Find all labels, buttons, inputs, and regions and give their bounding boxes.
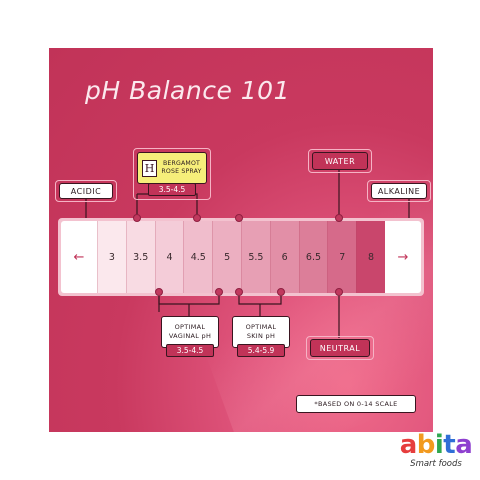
abita-logo: abita Smart foods: [392, 432, 480, 480]
marker-dot: [215, 288, 223, 296]
infographic-title: pH Balance 101: [85, 76, 290, 105]
marker-dot: [235, 288, 243, 296]
scale-cell-4: 4: [154, 221, 184, 293]
water-label: WATER: [312, 152, 368, 170]
skin-range: 5.4-5.9: [237, 344, 285, 357]
scale-cell-6-5: 6.5: [298, 221, 328, 293]
product-callout: H BERGAMOT ROSE SPRAY: [137, 152, 207, 184]
marker-dot: [335, 288, 343, 296]
alkaline-label: ALKALINE: [371, 183, 427, 199]
marker-dot: [277, 288, 285, 296]
neutral-label: NEUTRAL: [310, 339, 370, 357]
logo-tagline: Smart foods: [410, 459, 462, 469]
scale-cell-5-5: 5.5: [240, 221, 270, 293]
brand-badge-icon: H: [142, 159, 157, 177]
alkaline-outline: [367, 180, 431, 202]
marker-dot: [235, 214, 243, 222]
scale-footnote: *BASED ON 0-14 SCALE: [296, 395, 416, 413]
acidic-outline: [55, 180, 117, 202]
water-outline: [308, 149, 372, 173]
scale-cell-3: 3: [97, 221, 126, 293]
ph-infographic-card: pH Balance 101 ← 3 3.5 4 4.5 5 5.5 6: [49, 48, 433, 432]
left-arrow-icon: ←: [61, 221, 97, 293]
product-name: BERGAMOT ROSE SPRAY: [161, 160, 202, 175]
scale-cell-3-5: 3.5: [125, 221, 155, 293]
vaginal-range: 3.5-4.5: [166, 344, 214, 357]
marker-dot: [193, 214, 201, 222]
scale-cell-4-5: 4.5: [183, 221, 213, 293]
scale-cell-7: 7: [327, 221, 357, 293]
neutral-outline: [306, 336, 374, 360]
logo-wordmark: abita: [399, 430, 473, 460]
product-outline: [133, 148, 211, 200]
scale-cell-5: 5: [212, 221, 241, 293]
acidic-label: ACIDIC: [59, 183, 113, 199]
scale-cell-8: 8: [356, 221, 385, 293]
right-arrow-icon: →: [384, 221, 421, 293]
skin-ph-box: OPTIMAL SKIN pH: [232, 316, 290, 348]
scale-cell-6: 6: [269, 221, 299, 293]
marker-dot: [335, 214, 343, 222]
product-range: 3.5-4.5: [148, 183, 196, 196]
ph-scale-bar: ← 3 3.5 4 4.5 5 5.5 6 6.5 7 8 →: [58, 218, 424, 296]
marker-dot: [155, 288, 163, 296]
marker-dot: [133, 214, 141, 222]
